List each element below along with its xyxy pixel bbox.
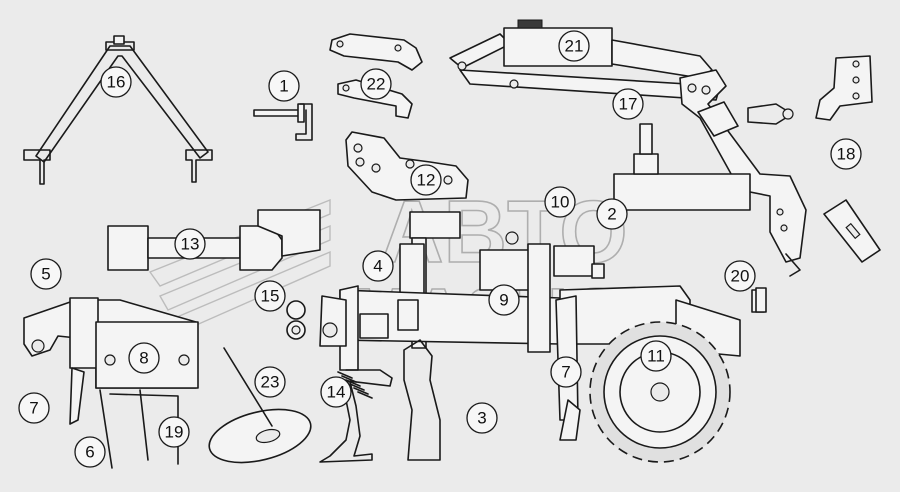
callout-label: 16 [107,73,126,92]
callout-label: 15 [261,287,280,306]
callout-2: 2 [596,198,628,230]
callout-label: 2 [607,205,616,224]
callout-label: 3 [477,409,486,428]
callout-label: 20 [731,267,750,286]
callout-9: 9 [488,284,520,316]
callout-label: 23 [261,373,280,392]
callout-19: 19 [158,416,190,448]
callout-label: 9 [499,291,508,310]
part-a-frame [23,35,213,185]
callout-label: 7 [561,363,570,382]
callout-label: 11 [647,347,665,366]
callout-label: 10 [551,193,570,212]
callout-label: 8 [139,349,148,368]
callout-label: 17 [619,95,638,114]
part-spring-tine [319,369,393,463]
callout-label: 1 [279,77,288,96]
part-tool-3 [403,339,441,461]
part-rings [286,300,306,340]
part-plates-18 [815,55,881,263]
callout-3: 3 [466,402,498,434]
callout-label: 7 [29,399,38,418]
callout-label: 4 [373,257,382,276]
part-disc [208,347,312,464]
callout-label: 5 [41,265,50,284]
callout-7-left: 7 [18,392,50,424]
callout-label: 19 [165,423,184,442]
callout-13: 13 [174,228,206,260]
callout-6: 6 [74,436,106,468]
callout-15: 15 [254,280,286,312]
callout-label: 18 [837,145,856,164]
callout-label: 6 [85,443,94,462]
part-lamp [755,287,767,313]
callout-label: 21 [565,37,584,56]
callout-label: 13 [181,235,200,254]
part-wheel [589,321,731,463]
callout-22: 22 [360,68,392,100]
callout-8: 8 [128,342,160,374]
callout-5: 5 [30,258,62,290]
part-shaft-13 [107,209,321,271]
callout-16: 16 [100,66,132,98]
callout-10: 10 [544,186,576,218]
callout-11: 11 [640,340,672,372]
part-plate-12 [345,131,469,201]
callout-4: 4 [362,250,394,282]
callout-20: 20 [724,260,756,292]
callout-18: 18 [830,138,862,170]
callout-label: 22 [367,75,386,94]
callout-1: 1 [268,70,300,102]
callout-21: 21 [558,30,590,62]
callout-12: 12 [410,164,442,196]
callout-7-right: 7 [550,356,582,388]
part-pin [253,103,313,141]
callout-label: 12 [417,171,436,190]
callout-23: 23 [254,366,286,398]
callout-label: 14 [327,383,346,402]
callout-14: 14 [320,376,352,408]
callout-17: 17 [612,88,644,120]
